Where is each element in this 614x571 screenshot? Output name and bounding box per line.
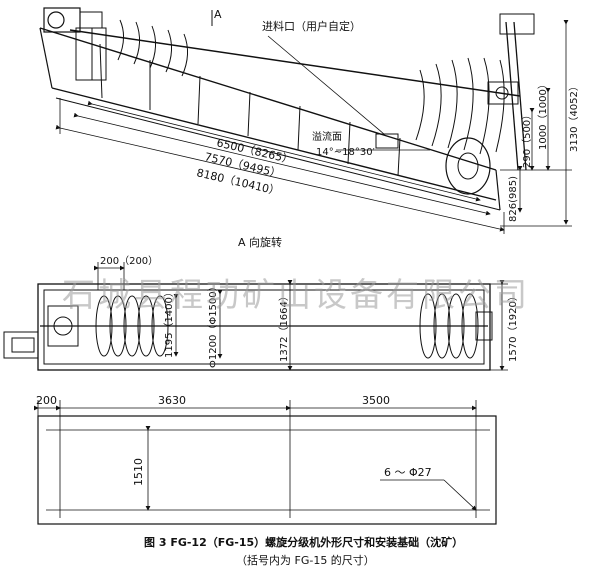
foundation-labels: 200 3630 3500 1510 6 ～ Φ27 xyxy=(36,394,432,486)
height-1000-label: 1000（1000） xyxy=(537,79,549,150)
plan-spiral-left xyxy=(95,295,169,357)
side-elevation-view xyxy=(39,7,572,234)
overflow-label: 溢流面 xyxy=(312,130,342,143)
plan-phi1200-label: Φ1200（Φ1500） xyxy=(207,281,219,368)
foundation-dimension-lines xyxy=(34,400,477,511)
plan-dimension-lines xyxy=(94,262,508,371)
caption-title: 图 3 FG-12（FG-15）螺旋分级机外形尺寸和安装基础（沈矿） xyxy=(144,535,463,549)
plan-spiral-right xyxy=(419,293,493,359)
foundation-200-label: 200 xyxy=(36,394,57,407)
height-dimension-lines xyxy=(500,20,572,227)
anchor-holes-label: 6 ～ Φ27 xyxy=(384,466,432,479)
foundation-3500-label: 3500 xyxy=(362,394,390,407)
height-826-label: 826(985) xyxy=(508,176,519,222)
foundation-1510-label: 1510 xyxy=(132,458,145,486)
length-dimension-lines xyxy=(55,98,505,234)
lifting-mechanism xyxy=(487,13,535,171)
plan-200-label: 200（200） xyxy=(100,255,158,267)
angle-label: 14°~18°30′ xyxy=(316,147,376,158)
company-watermark: 石城县程功矿山设备有限公司 xyxy=(62,275,530,314)
plan-1195-label: 1195（1400） xyxy=(163,287,175,358)
foundation-3630-label: 3630 xyxy=(158,394,186,407)
plan-1570-label: 1570（1920） xyxy=(507,291,519,362)
foundation-view xyxy=(34,400,497,525)
height-290-label: 290（500） xyxy=(521,110,533,168)
drive-mechanism-upper xyxy=(43,7,107,81)
rotation-view-label: A 向旋转 xyxy=(238,235,282,249)
section-mark-a: A xyxy=(214,8,222,21)
plan-drive-assembly xyxy=(3,305,79,359)
anchor-hole-lines xyxy=(46,424,490,518)
plan-view xyxy=(3,262,508,371)
height-3130-label: 3130（4052） xyxy=(568,81,580,152)
plan-1372-label: 1372（1664） xyxy=(278,291,290,362)
caption-note: （括号内为 FG-15 的尺寸） xyxy=(236,553,375,567)
side-elevation-labels: A 进料口（用户自定） 溢流面 14°~18°30′ 6500（8265） 75… xyxy=(195,8,580,249)
spiral-shaft xyxy=(69,29,521,97)
feed-inlet-label: 进料口（用户自定） xyxy=(262,19,361,33)
foundation-outline xyxy=(37,415,497,525)
plan-trough-outer xyxy=(37,283,491,371)
plan-view-labels: 200（200） 1195（1400） Φ1200（Φ1500） 1372（16… xyxy=(100,255,519,368)
figure-caption: 图 3 FG-12（FG-15）螺旋分级机外形尺寸和安装基础（沈矿） （括号内为… xyxy=(144,535,463,567)
